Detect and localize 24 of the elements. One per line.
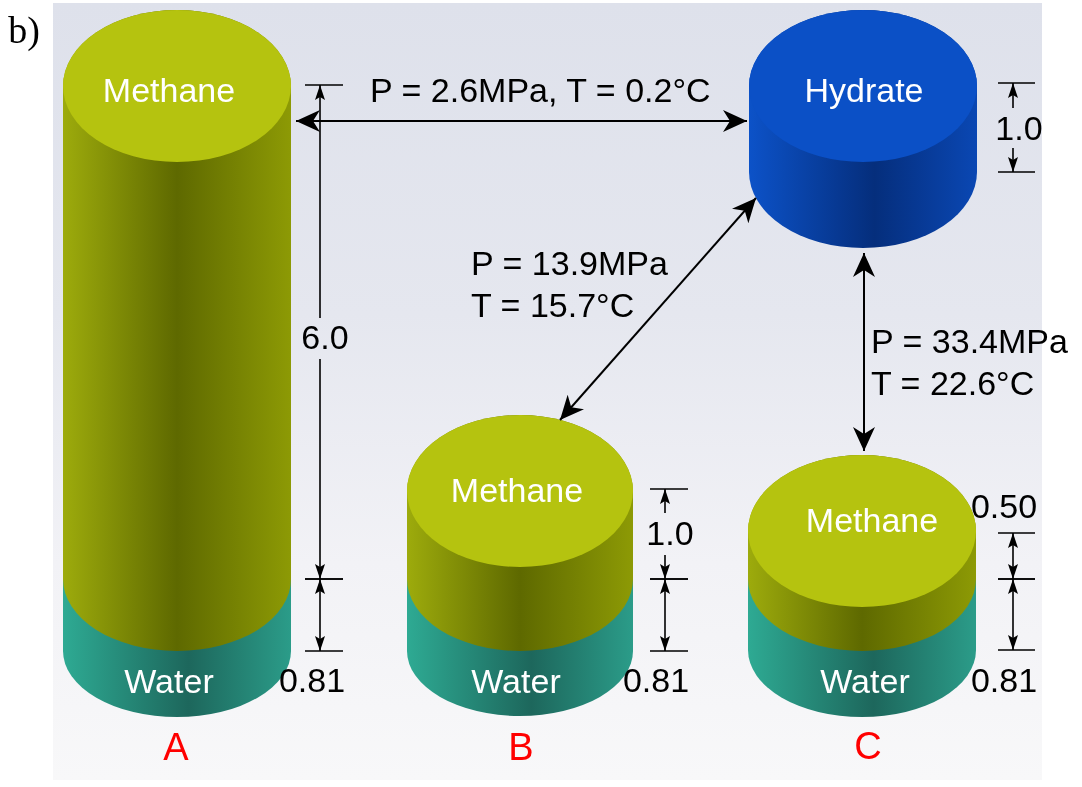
node-label: Methane [805, 501, 939, 541]
dimension-label: 0.81 [970, 661, 1038, 701]
dimension-label: 6.0 [301, 318, 349, 358]
node-label: Water [820, 662, 910, 702]
double-arrow [295, 110, 748, 132]
dimension-label: 1.0 [995, 109, 1043, 149]
edge-label: P = 13.9MPa T = 15.7°C [471, 243, 669, 326]
node-label: Hydrate [804, 71, 924, 111]
panel-label: b) [8, 9, 40, 53]
dimension-label: 1.0 [646, 514, 694, 554]
edge-label: P = 2.6MPa, T = 0.2°C [370, 70, 711, 112]
case-label: C [854, 725, 882, 769]
edge-label: P = 33.4MPa T = 22.6°C [871, 321, 1069, 404]
dimension-label: 0.50 [970, 487, 1038, 527]
node-label: Water [471, 662, 561, 702]
node-label: Water [124, 662, 214, 702]
node-label: Methane [450, 471, 584, 511]
dimension-label: 0.81 [278, 661, 346, 701]
dimension-label: 0.81 [622, 661, 690, 701]
case-label: B [508, 726, 534, 770]
node-label: Methane [102, 71, 236, 111]
double-arrow [559, 197, 757, 421]
double-arrow [853, 252, 875, 452]
case-label: A [163, 726, 189, 770]
